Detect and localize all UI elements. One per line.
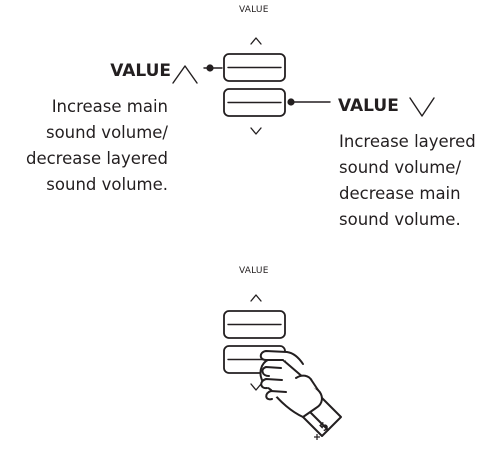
bottom-up-arrow-icon xyxy=(250,294,262,302)
value-down-label-text: VALUE xyxy=(338,96,399,116)
bottom-down-arrow-icon xyxy=(250,383,262,391)
value-up-desc-line: sound volume. xyxy=(46,175,168,194)
top-panel-caption: VALUE xyxy=(239,5,269,15)
top-down-arrow-icon xyxy=(250,127,262,135)
value-up-label-text: VALUE xyxy=(110,61,171,81)
value-down-label: VALUE xyxy=(338,96,399,116)
value-down-desc-line: decrease main xyxy=(339,184,461,203)
value-down-description: Increase layered sound volume/ decrease … xyxy=(339,129,476,233)
hand-pointer-icon xyxy=(259,350,342,437)
bottom-value-up-button[interactable] xyxy=(223,310,286,339)
value-up-label: VALUE xyxy=(110,61,171,81)
value-down-desc-line: sound volume/ xyxy=(339,158,462,177)
bottom-panel-caption: VALUE xyxy=(239,266,269,276)
value-up-desc-line: Increase main xyxy=(51,97,168,116)
value-up-arrow-icon xyxy=(172,65,198,84)
value-down-leader-dot xyxy=(287,98,295,106)
value-up-desc-line: sound volume/ xyxy=(45,123,168,142)
value-down-arrow-icon xyxy=(409,97,435,117)
value-up-leader-dot xyxy=(206,64,214,72)
value-down-desc-line: sound volume. xyxy=(339,210,461,229)
value-up-desc-line: decrease layered xyxy=(25,149,168,168)
top-value-down-button[interactable] xyxy=(223,88,286,117)
value-up-description: Increase main sound volume/ decrease lay… xyxy=(26,94,168,198)
value-down-desc-line: Increase layered xyxy=(339,132,476,151)
top-value-up-button[interactable] xyxy=(223,53,286,82)
top-up-arrow-icon xyxy=(250,37,262,45)
